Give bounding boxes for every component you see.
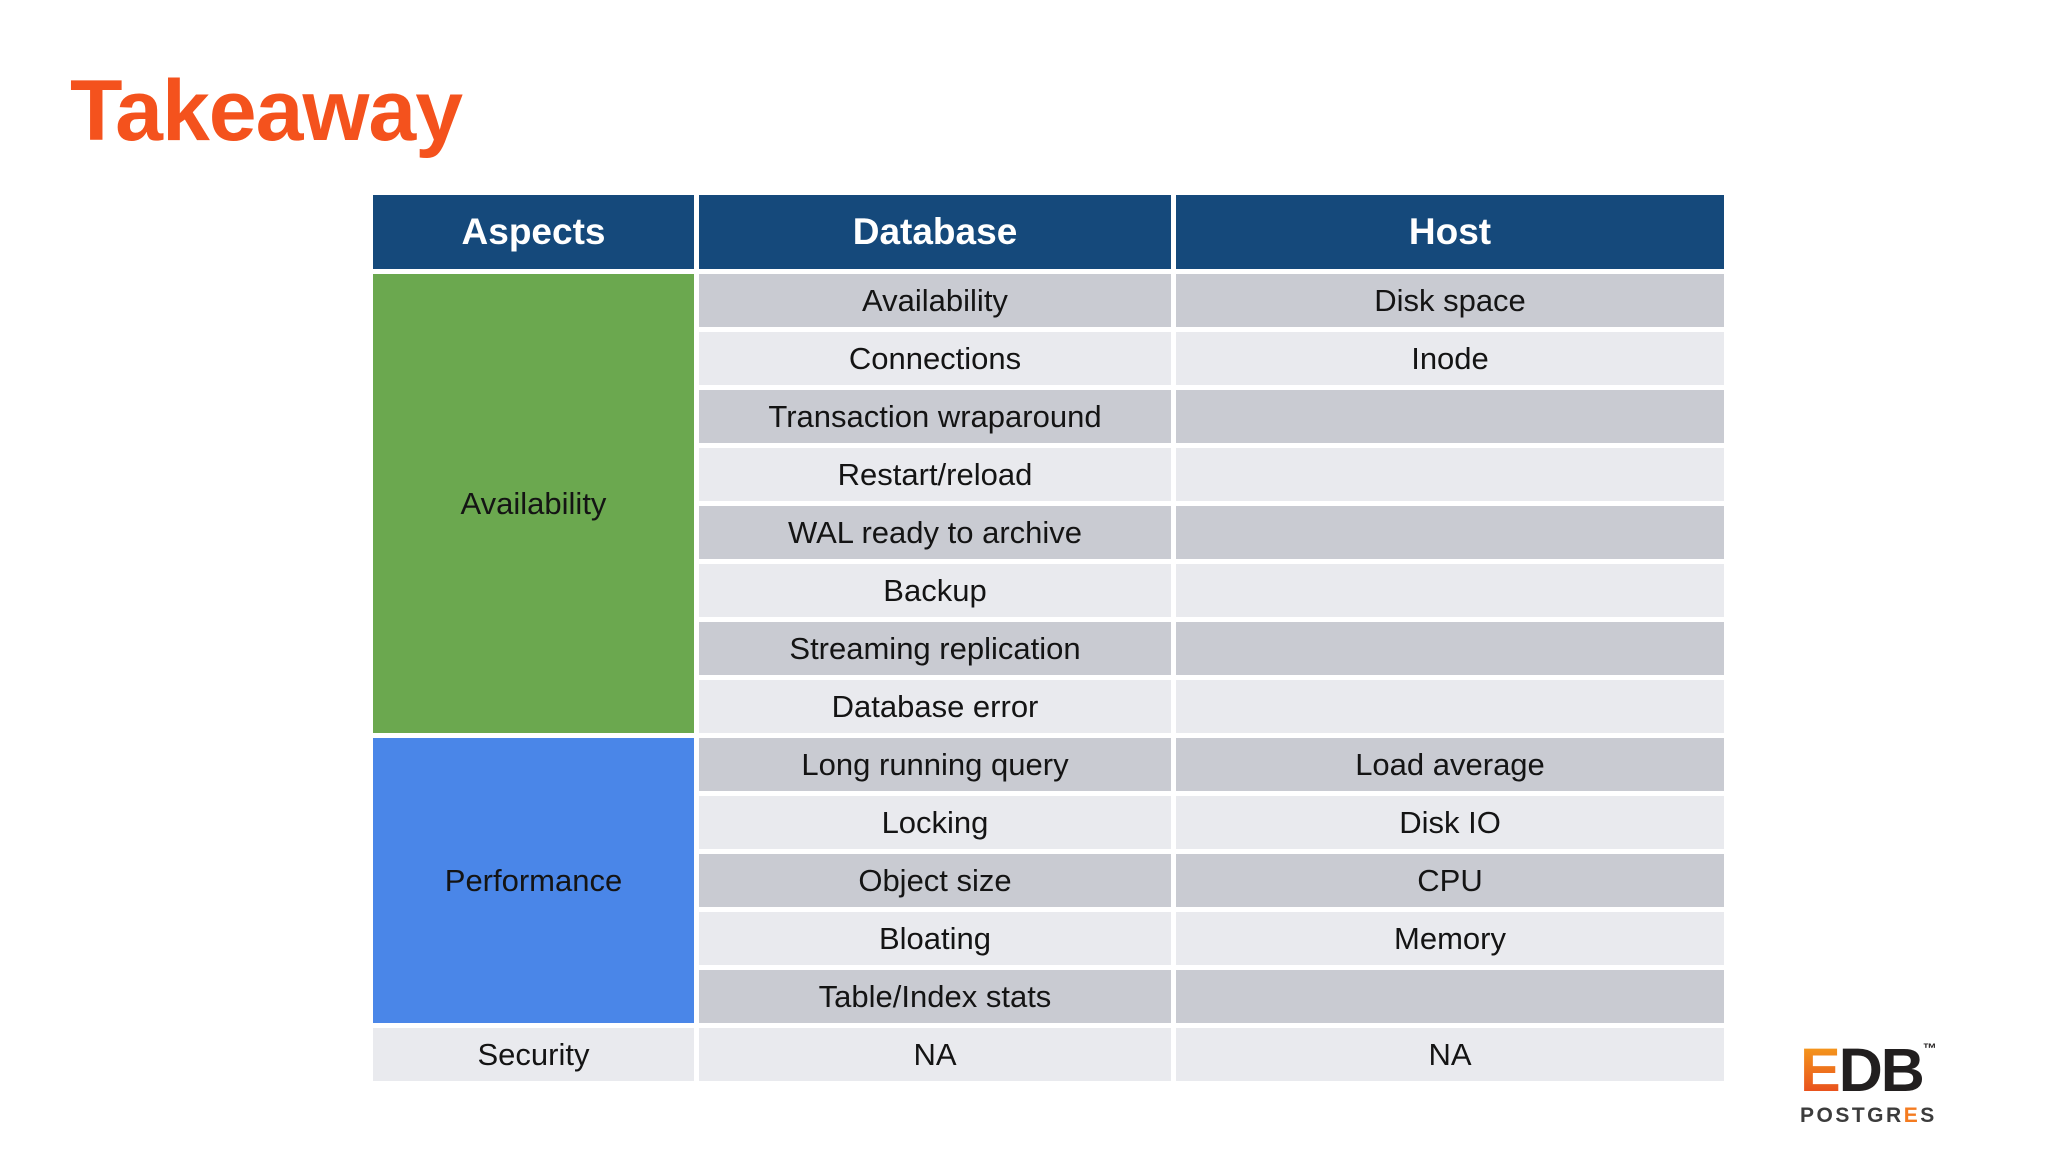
db-cell: WAL ready to archive bbox=[699, 506, 1171, 559]
db-cell: Object size bbox=[699, 854, 1171, 907]
header-cell-database: Database bbox=[699, 195, 1171, 269]
table-row: Bloating Memory bbox=[373, 912, 1724, 965]
slide-title: Takeaway bbox=[70, 63, 463, 159]
host-cell: CPU bbox=[1176, 854, 1724, 907]
table-row: Streaming replication bbox=[373, 622, 1724, 675]
db-cell: NA bbox=[699, 1028, 1171, 1081]
table-row: WAL ready to archive bbox=[373, 506, 1724, 559]
host-cell bbox=[1176, 390, 1724, 443]
table-row: Locking Disk IO bbox=[373, 796, 1724, 849]
db-cell: Database error bbox=[699, 680, 1171, 733]
postgres-letter-e: E bbox=[1903, 1103, 1921, 1127]
db-cell: Table/Index stats bbox=[699, 970, 1171, 1023]
table-row: Availability Availability Disk space bbox=[373, 274, 1724, 733]
db-cell: Restart/reload bbox=[699, 448, 1171, 501]
host-cell: Load average bbox=[1176, 738, 1724, 791]
host-cell bbox=[1176, 448, 1724, 501]
trademark-symbol: ™ bbox=[1922, 1040, 1937, 1056]
table-row: Performance Long running query Load aver… bbox=[373, 738, 1724, 1023]
host-cell bbox=[1176, 506, 1724, 559]
takeaway-table-wrap: Aspects Database Host Availability Avail… bbox=[368, 190, 1729, 1086]
db-cell: Backup bbox=[699, 564, 1171, 617]
table-row: Object size CPU bbox=[373, 854, 1724, 907]
table-row: Database error bbox=[373, 680, 1724, 733]
db-cell: Transaction wraparound bbox=[699, 390, 1171, 443]
header-row: Aspects Database Host bbox=[373, 195, 1724, 269]
table-row: Backup bbox=[373, 564, 1724, 617]
takeaway-table: Aspects Database Host Availability Avail… bbox=[368, 190, 1729, 1086]
aspect-cell-performance: Performance bbox=[373, 738, 694, 1023]
host-cell: Disk IO bbox=[1176, 796, 1724, 849]
postgres-suffix: S bbox=[1920, 1103, 1937, 1127]
db-cell: Locking bbox=[699, 796, 1171, 849]
edb-letter-e: E bbox=[1800, 1036, 1841, 1104]
host-cell: Inode bbox=[1176, 332, 1724, 385]
host-cell bbox=[1176, 622, 1724, 675]
host-cell bbox=[1176, 564, 1724, 617]
aspect-cell-availability: Availability bbox=[373, 274, 694, 733]
postgres-prefix: POSTGR bbox=[1800, 1103, 1904, 1127]
edb-wordmark: EDB™ bbox=[1800, 1040, 1950, 1101]
host-cell: NA bbox=[1176, 1028, 1724, 1081]
edb-letters-db: DB bbox=[1838, 1036, 1925, 1104]
host-cell: Memory bbox=[1176, 912, 1724, 965]
table-row: Connections Inode bbox=[373, 332, 1724, 385]
table-row: Security NA NA bbox=[373, 1028, 1724, 1081]
table-row: Table/Index stats bbox=[373, 970, 1724, 1023]
edb-postgres-logo: EDB™ POSTGRES bbox=[1800, 1040, 1950, 1128]
postgres-wordmark: POSTGRES bbox=[1800, 1104, 1950, 1128]
db-cell: Availability bbox=[699, 274, 1171, 327]
header-cell-host: Host bbox=[1176, 195, 1724, 269]
db-cell: Bloating bbox=[699, 912, 1171, 965]
host-cell bbox=[1176, 970, 1724, 1023]
db-cell: Long running query bbox=[699, 738, 1171, 791]
table-row: Restart/reload bbox=[373, 448, 1724, 501]
host-cell bbox=[1176, 680, 1724, 733]
aspect-cell-security: Security bbox=[373, 1028, 694, 1081]
host-cell: Disk space bbox=[1176, 274, 1724, 327]
table-row: Transaction wraparound bbox=[373, 390, 1724, 443]
db-cell: Streaming replication bbox=[699, 622, 1171, 675]
header-cell-aspects: Aspects bbox=[373, 195, 694, 269]
db-cell: Connections bbox=[699, 332, 1171, 385]
